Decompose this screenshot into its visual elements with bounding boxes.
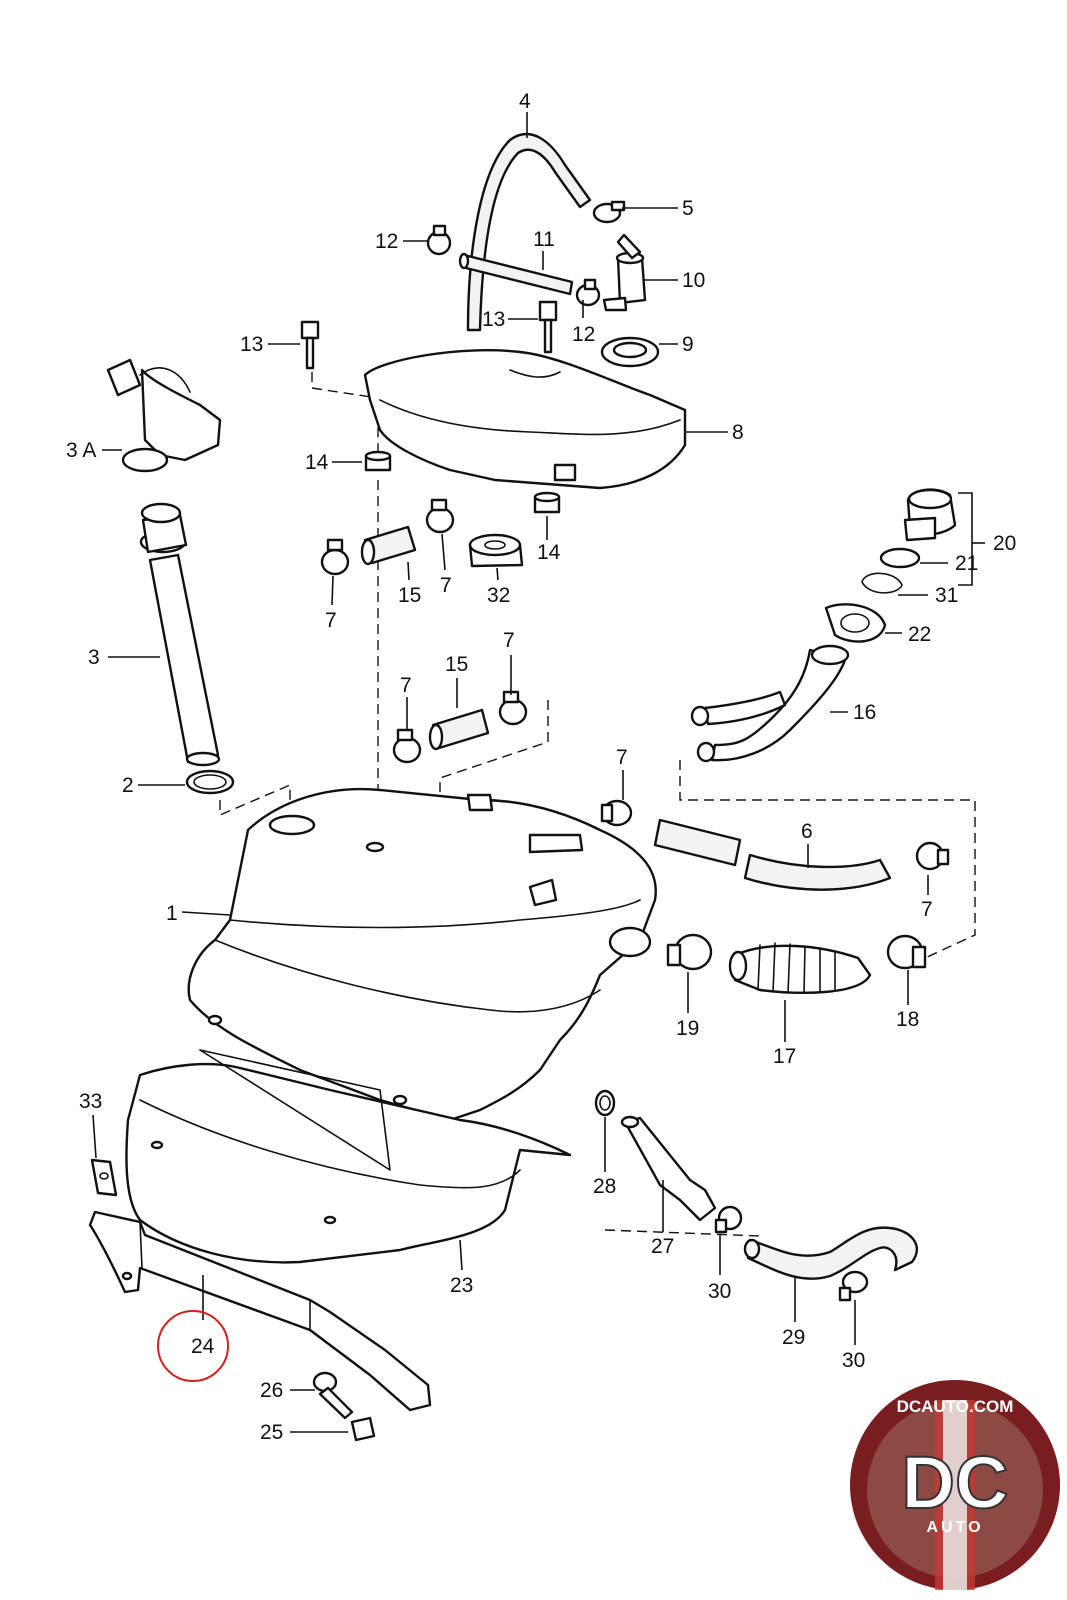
part-5-hose-clamp: [592, 200, 626, 224]
part-22-filler-flange: [824, 603, 887, 643]
callout-14: 14: [305, 451, 329, 474]
part-27-fuel-pump: [620, 1115, 717, 1222]
callout-23: 23: [450, 1274, 473, 1297]
part-9-grommet: [600, 336, 660, 368]
part-11-hose-section: [458, 252, 574, 296]
part-33-clip: [90, 1158, 118, 1197]
part-32-rubber-pad: [468, 533, 524, 568]
callout-26: 26: [260, 1379, 283, 1402]
callout-6: 6: [801, 820, 813, 843]
callout-1: 1: [166, 902, 178, 925]
highlight-circle-part-24: [157, 1310, 229, 1382]
callout-31: 31: [935, 584, 958, 607]
part-12-hose-clamps: [426, 224, 601, 307]
callout-15: 15: [445, 653, 468, 676]
callout-13: 13: [240, 333, 263, 356]
callout-12: 12: [375, 230, 398, 253]
part-10-vent-valve: [602, 233, 647, 312]
callout-15: 15: [398, 584, 421, 607]
part-23-heat-shield: [125, 1049, 572, 1264]
part-26-bolt: [312, 1371, 354, 1420]
logo-auto-word: AUTO: [926, 1519, 983, 1536]
dcauto-logo: DCAUTO.COM DC AUTO: [850, 1380, 1060, 1590]
callout-27: 27: [651, 1235, 674, 1258]
part-3a-sender-unit: [106, 358, 222, 473]
part-28-seal: [594, 1089, 616, 1117]
part-14-rubber-mounts: [364, 450, 561, 514]
callout-9: 9: [682, 333, 694, 356]
part-18-clamp: [886, 934, 927, 970]
callout-8: 8: [732, 421, 744, 444]
callout-7: 7: [616, 746, 628, 769]
part-7-hose-clamps: [320, 498, 950, 871]
part-29-hose: [743, 1226, 919, 1280]
callout-28: 28: [593, 1175, 616, 1198]
callout-33: 33: [79, 1090, 102, 1113]
callout-24: 24: [191, 1335, 215, 1358]
part-15-short-hoses: [360, 525, 490, 751]
callout-19: 19: [676, 1017, 699, 1040]
part-24-tank-strap: [88, 1210, 432, 1412]
part-20-fuel-cap-assembly: [861, 488, 957, 594]
part-8-expansion-tank: [363, 349, 687, 490]
callout-7: 7: [400, 674, 412, 697]
callout-7: 7: [325, 609, 337, 632]
callout-25: 25: [260, 1421, 283, 1444]
part-25-nut: [350, 1416, 376, 1442]
callout-13: 13: [482, 308, 505, 331]
callout-7: 7: [921, 898, 933, 921]
callout-7: 7: [503, 629, 515, 652]
part-30-clamps: [714, 1205, 869, 1302]
leader-lines: [92, 112, 985, 1433]
callout-14: 14: [537, 541, 561, 564]
part-4-vent-hose: [466, 133, 592, 332]
part-6-hose: [653, 818, 892, 891]
part-16-filler-hose: [690, 644, 850, 763]
callout-10: 10: [682, 269, 705, 292]
callout-11: 11: [533, 228, 555, 251]
callout-4: 4: [519, 90, 531, 113]
callout-30: 30: [708, 1280, 731, 1303]
part-13-bolts: [300, 300, 558, 370]
logo-site-text: DCAUTO.COM: [897, 1397, 1014, 1416]
callout-3: 3: [88, 646, 100, 669]
part-3-fuel-gauge-tube: [139, 502, 221, 767]
callout-21: 21: [955, 552, 978, 575]
callout-18: 18: [896, 1008, 919, 1031]
callout-labels: 4 5 12 11 10 13 13 12 9 8 3 A 14 14 7 15…: [66, 90, 1016, 1444]
callout-7: 7: [440, 574, 452, 597]
part-17-bellows-hose: [728, 942, 872, 994]
callout-22: 22: [908, 623, 931, 646]
part-2-seal-ring: [185, 769, 235, 795]
callout-3a: 3 A: [66, 439, 96, 462]
callout-5: 5: [682, 197, 694, 220]
callout-29: 29: [782, 1326, 805, 1349]
callout-16: 16: [853, 701, 876, 724]
part-1-fuel-tank: [187, 787, 657, 1122]
callout-12: 12: [572, 323, 595, 346]
logo-dc-mark: DC: [902, 1441, 1009, 1524]
callout-20: 20: [993, 532, 1016, 555]
callout-30: 30: [842, 1349, 865, 1372]
callout-17: 17: [773, 1045, 796, 1068]
callout-32: 32: [487, 584, 510, 607]
part-19-clamp: [666, 933, 713, 971]
callout-2: 2: [122, 774, 134, 797]
